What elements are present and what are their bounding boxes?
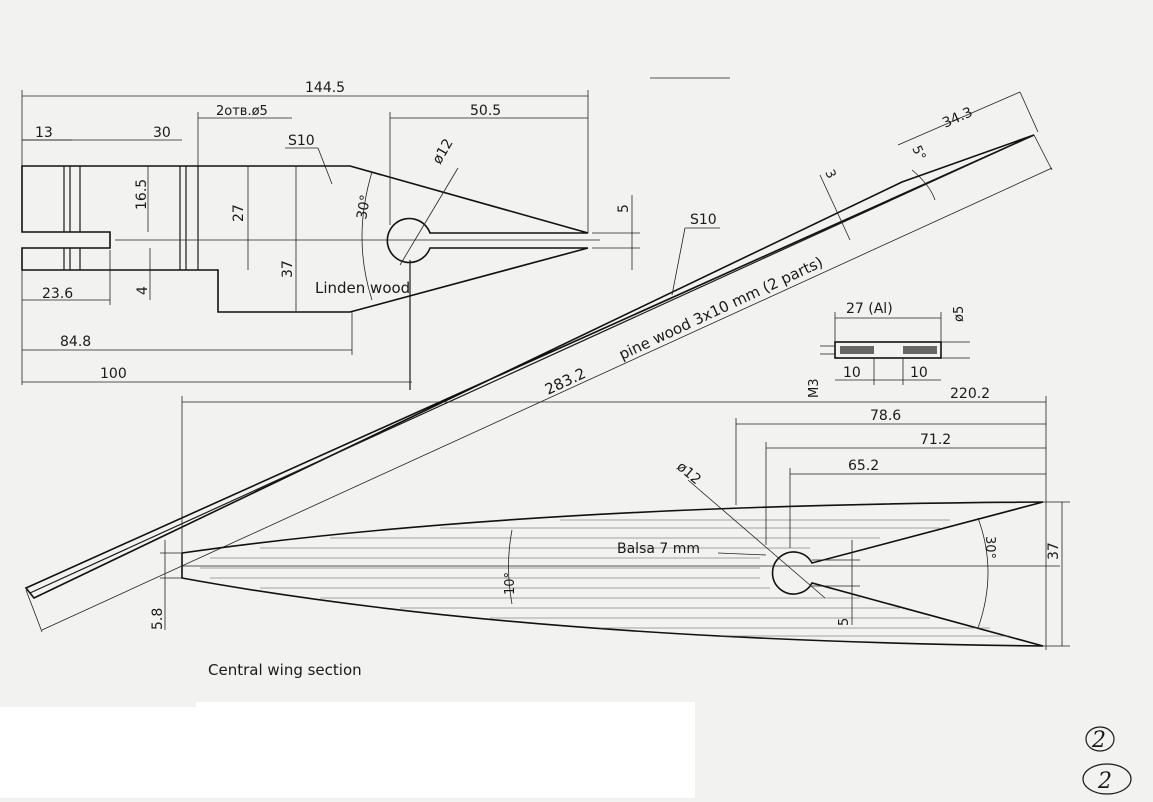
dim-78-6: 78.6 [870, 408, 901, 424]
tube-thread-left [840, 346, 874, 354]
dim-71-2: 71.2 [920, 432, 951, 448]
tip-5-bottom: 5 [837, 618, 852, 626]
top-part-outline [21, 165, 589, 313]
tube-thread-right [903, 346, 937, 354]
surface-mark-spar: S10 [690, 212, 717, 228]
height-37: 37 [1046, 542, 1062, 560]
blank-strip [196, 702, 695, 710]
drawing-caption: Central wing section [208, 661, 362, 679]
angle-left-bottom: 10° [503, 572, 518, 595]
material-linden: Linden wood [315, 279, 410, 297]
page-mark-1: 2 [1091, 728, 1106, 753]
spar-length: 283.2 [542, 364, 589, 398]
spar-thickness: 3 [821, 167, 838, 181]
tip-5-top: 5 [616, 204, 632, 213]
holes-note: 2отв.ø5 [216, 104, 268, 119]
page-mark-circle-1 [1085, 726, 1115, 752]
dim-4: 4 [135, 286, 151, 295]
dim-overall-width: 144.5 [305, 80, 345, 96]
dim-27: 27 [231, 204, 247, 222]
dim-100: 100 [100, 366, 127, 382]
dim-50-5: 50.5 [470, 103, 501, 119]
bottom-part: 220.2 78.6 71.2 65.2 ø12 Balsa 7 mm 10° … [150, 386, 1070, 650]
tube-left-length: 10 [843, 365, 861, 381]
hole-diameter-top: ø12 [430, 136, 457, 167]
spar-outline [24, 134, 1035, 599]
blank-area [0, 707, 695, 798]
surface-mark-top: S10 [288, 133, 315, 149]
top-part: 144.5 13 30 2отв.ø5 50.5 S10 ø12 16.5 27… [21, 80, 640, 390]
tube-right-length: 10 [910, 365, 928, 381]
balsa-hatching [200, 519, 1010, 637]
dim-30: 30 [153, 125, 171, 141]
dim-84-8: 84.8 [60, 334, 91, 350]
dim-16-5: 16.5 [134, 179, 150, 210]
tube-diameter: ø5 [952, 306, 967, 322]
dim-37: 37 [280, 260, 296, 278]
material-balsa: Balsa 7 mm [617, 541, 700, 557]
tube-body [834, 341, 942, 359]
spar-end-width: 34.3 [940, 104, 975, 131]
dim-65-2: 65.2 [848, 458, 879, 474]
aluminium-tube: 27 (Al) ø5 M3 10 10 [807, 301, 970, 398]
tube-length: 27 (Al) [846, 301, 893, 317]
dim-23-6: 23.6 [42, 286, 73, 302]
dim-overall-width-bottom: 220.2 [950, 386, 990, 402]
bottom-part-outline [181, 501, 1044, 647]
nose-height: 5.8 [150, 608, 166, 630]
spar-angle: 5° [908, 143, 928, 163]
dim-13: 13 [35, 125, 53, 141]
tube-thread: M3 [807, 379, 822, 399]
hole-diameter-bottom: ø12 [673, 459, 704, 488]
page-mark-2: 2 [1097, 769, 1112, 794]
angle-top: 30° [354, 193, 374, 220]
page-mark-circle-2 [1082, 763, 1132, 795]
angle-right-bottom: 30° [982, 536, 997, 559]
